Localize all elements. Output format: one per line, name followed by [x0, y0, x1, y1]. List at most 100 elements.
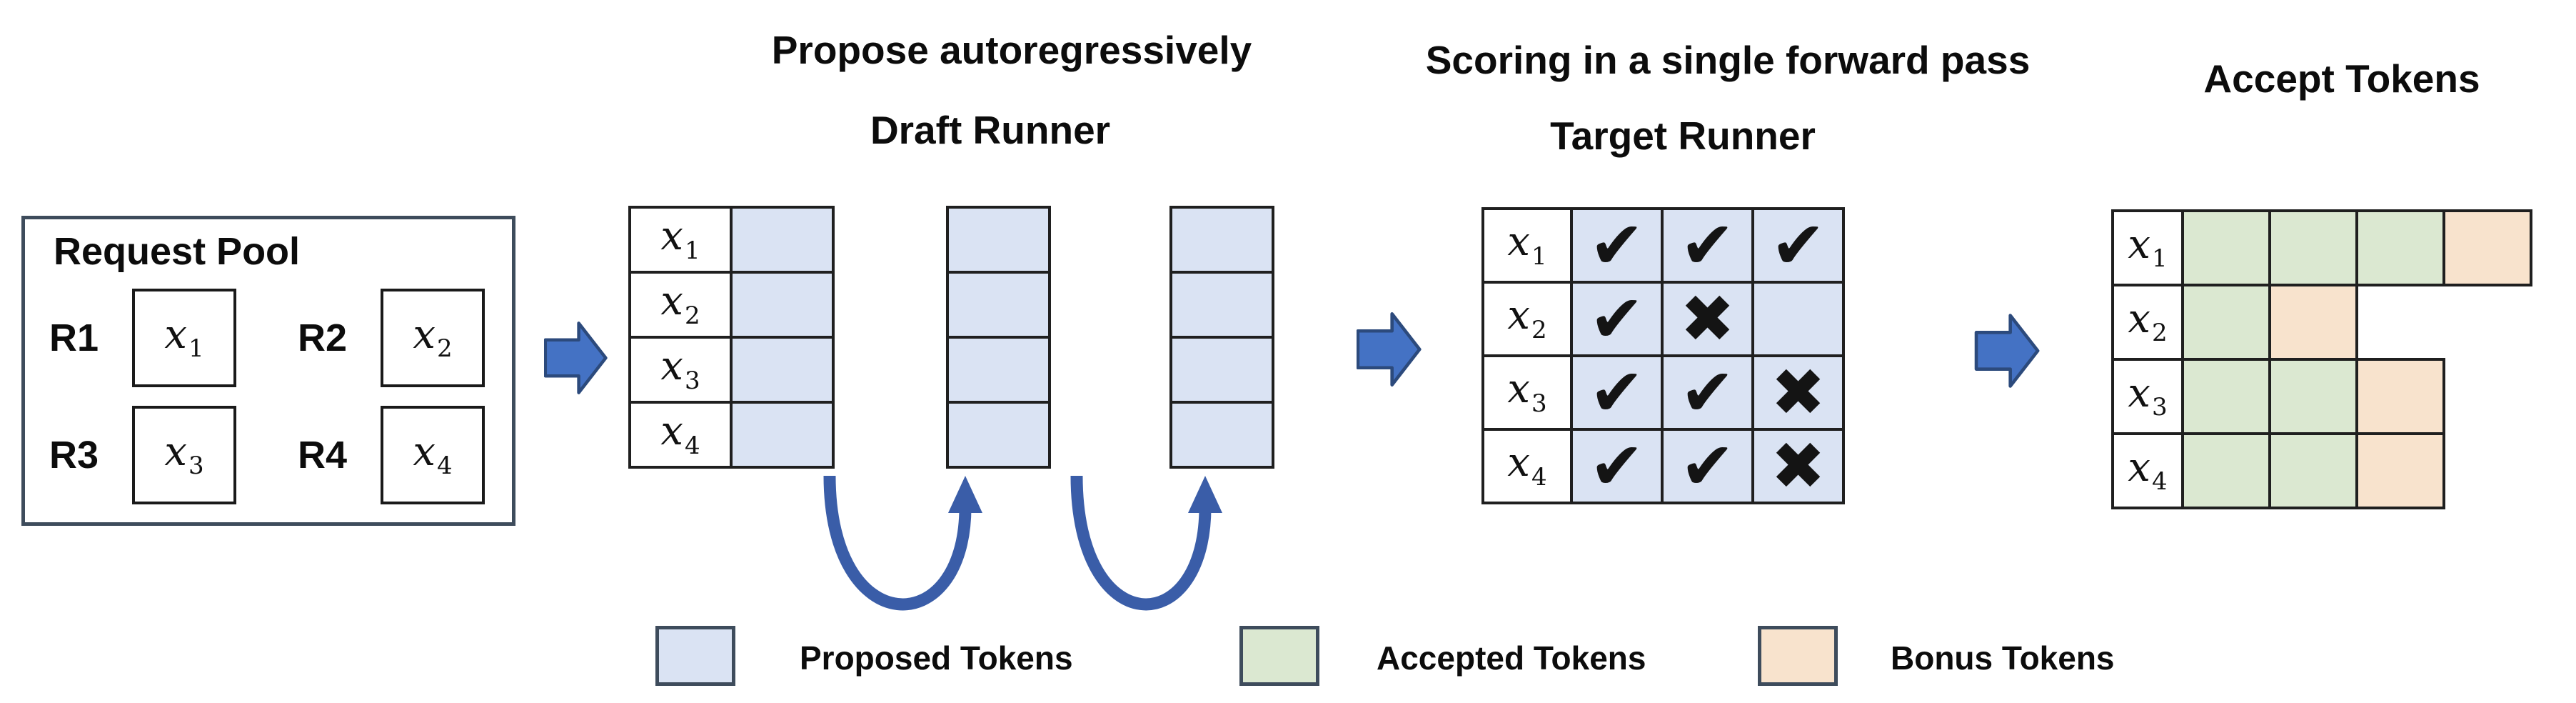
accept-table-row: x1 [2111, 209, 2532, 286]
autoregressive-loop-arrows [823, 475, 1222, 611]
math-sub: 4 [1531, 462, 1547, 492]
request-id-label: R1 [49, 316, 99, 359]
target-table-row: x4✔✔✖ [1481, 428, 1845, 504]
math-sub: 4 [684, 431, 700, 460]
accepted-token-cell [2268, 209, 2358, 286]
accepted-token-cell [2181, 358, 2271, 435]
accept-mark-cell: ✔ [1661, 354, 1754, 431]
request-token-box: x2 [381, 289, 485, 387]
math-token-label: x2 [660, 278, 700, 330]
math-var: x [660, 343, 683, 390]
math-sub: 2 [1531, 315, 1547, 344]
target-row-label-cell: x1 [1481, 207, 1573, 284]
draft-proposed-cell [730, 206, 835, 274]
reject-mark-cell: ✖ [1751, 428, 1845, 504]
accept-mark-cell: ✔ [1570, 428, 1664, 504]
math-token-label: x3 [164, 432, 203, 478]
accept-mark-cell: ✔ [1661, 428, 1754, 504]
math-var: x [2128, 295, 2150, 342]
target-table-row: x1✔✔✔ [1481, 207, 1845, 284]
legend-label-proposed: Proposed Tokens [800, 639, 1073, 677]
math-token-label: x3 [2128, 373, 2167, 419]
math-var: x [660, 278, 683, 325]
flow-arrow-icon [1974, 314, 2040, 388]
target-runner-title: Target Runner [1550, 114, 1816, 158]
target-scoring-table: x1✔✔✔x2✔✖x3✔✔✖x4✔✔✖ [1481, 207, 1845, 504]
math-sub: 4 [2151, 467, 2168, 497]
accept-table-row: x3 [2111, 358, 2532, 435]
draft-proposed-cell [1169, 401, 1274, 469]
math-var: x [1507, 366, 1530, 413]
accept-row-label-cell: x4 [2111, 432, 2184, 509]
loop-arrowhead-icon [1188, 476, 1222, 513]
bonus-token-cell [2268, 284, 2358, 361]
draft-proposed-cell [730, 401, 835, 469]
target-stage-title: Scoring in a single forward pass [1425, 38, 2031, 82]
math-sub: 1 [684, 236, 700, 265]
target-row-label-cell: x2 [1481, 281, 1573, 357]
accept-table-row: x2 [2111, 284, 2532, 361]
accepted-token-cell [2181, 209, 2271, 286]
draft-proposed-cell [946, 336, 1051, 404]
accept-table-row: x4 [2111, 432, 2532, 509]
draft-step2-column [946, 206, 1051, 469]
draft-row-label-cell: x1 [628, 206, 733, 274]
accepted-token-cell [2268, 358, 2358, 435]
math-var: x [1507, 219, 1530, 266]
empty-score-cell [1751, 281, 1845, 357]
accept-mark-cell: ✔ [1570, 207, 1664, 284]
math-sub: 2 [684, 301, 700, 330]
accept-row-label-cell: x1 [2111, 209, 2184, 286]
math-sub: 1 [1531, 241, 1547, 271]
math-sub: 1 [188, 334, 204, 364]
draft-proposed-cell [730, 336, 835, 404]
math-token-label: x2 [413, 314, 452, 361]
reject-mark-cell: ✖ [1661, 281, 1754, 357]
draft-stage-title: Propose autoregressively [771, 28, 1252, 72]
math-token-label: x1 [660, 216, 700, 265]
draft-proposed-cell [946, 206, 1051, 274]
reject-mark-cell: ✖ [1751, 354, 1845, 431]
math-var: x [660, 408, 683, 455]
draft-row-label-cell: x2 [628, 271, 733, 339]
accepted-token-cell [2181, 284, 2271, 361]
math-sub: 3 [684, 366, 700, 395]
draft-column-row [1169, 271, 1274, 339]
draft-step3-column [1169, 206, 1274, 469]
request-token-box: x4 [381, 406, 485, 504]
legend-swatch-bonus-icon [1758, 626, 1838, 686]
math-var: x [2128, 369, 2150, 417]
accept-mark-cell: ✔ [1751, 207, 1845, 284]
math-var: x [413, 311, 436, 358]
draft-row-label-cell: x3 [628, 336, 733, 404]
math-sub: 4 [436, 452, 453, 481]
accept-row-label-cell: x3 [2111, 358, 2184, 435]
math-sub: 1 [2151, 244, 2168, 274]
math-sub: 2 [2151, 319, 2168, 348]
request-id-label: R4 [298, 434, 348, 477]
request-item-r2: R2 x2 [298, 288, 519, 388]
math-var: x [164, 311, 187, 358]
legend-swatch-proposed-icon [655, 626, 735, 686]
math-token-label: x2 [1507, 296, 1547, 344]
accepted-token-cell [2355, 209, 2445, 286]
request-id-label: R2 [298, 316, 348, 359]
draft-table-row: x2 [628, 271, 835, 339]
legend-swatch-accepted-icon [1239, 626, 1319, 686]
draft-table-row: x3 [628, 336, 835, 404]
loop-arrowhead-icon [948, 476, 982, 513]
math-var: x [1507, 439, 1530, 487]
draft-proposed-cell [1169, 206, 1274, 274]
target-table-row: x2 ✔✖ [1481, 281, 1845, 357]
legend-label-bonus: Bonus Tokens [1891, 639, 2115, 677]
flow-arrow-icon [544, 321, 608, 394]
math-token-label: x3 [1507, 366, 1546, 416]
accept-mark-cell: ✔ [1570, 354, 1664, 431]
accept-mark-cell: ✔ [1570, 281, 1664, 357]
request-item-r4: R4 x4 [298, 405, 519, 505]
draft-column-row [1169, 206, 1274, 274]
